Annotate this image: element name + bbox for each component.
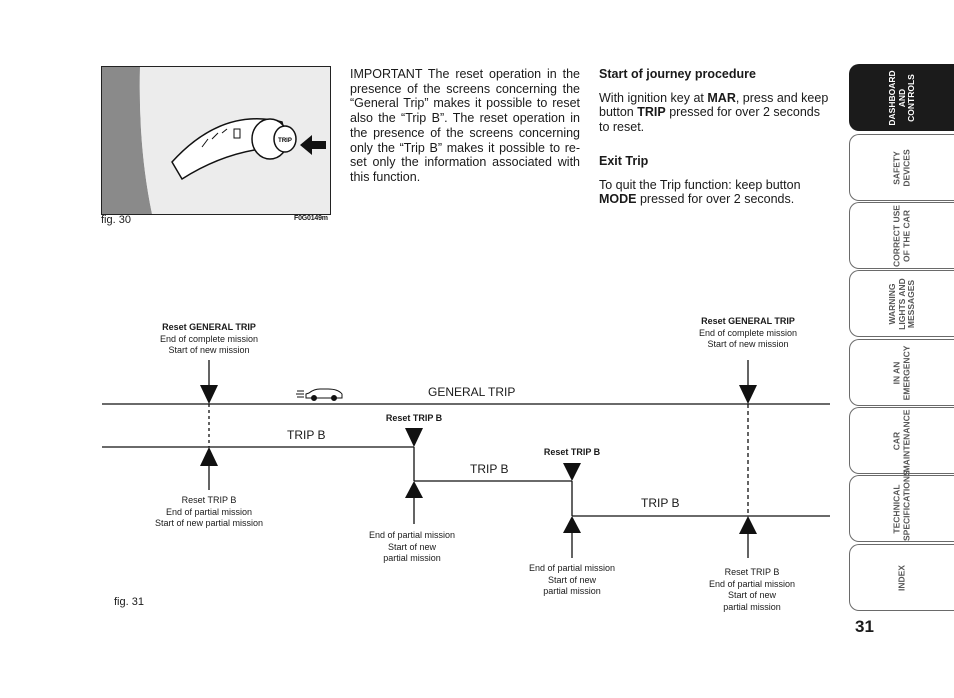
fig31-caption: fig. 31	[114, 596, 144, 608]
tab-index[interactable]: INDEX	[849, 544, 954, 611]
marker-up-tripb-4	[739, 516, 757, 534]
marker-up-tripb-2	[405, 481, 423, 498]
tab-dashboard-and-controls[interactable]: DASHBOARD AND CONTROLS	[849, 64, 954, 131]
trip-diagram	[102, 360, 830, 558]
reset-tripb-label-1: Reset TRIP B End of partial mission Star…	[154, 495, 264, 528]
exit-heading: Exit Trip	[599, 153, 649, 168]
fig30-illustration: TRIP	[101, 66, 331, 215]
reset-general-label-2: Reset GENERAL TRIP End of complete missi…	[698, 316, 798, 349]
tab-technical-specifications[interactable]: TECHNICAL SPECIFICATIONS	[849, 470, 954, 542]
start-heading: Start of journey procedure	[599, 67, 756, 81]
reset-tripb-label-4: Reset TRIP B End of partial mission Star…	[708, 567, 796, 612]
important-note: IMPORTANT The reset operation in the pre…	[350, 67, 580, 184]
tab-in-an-emergency[interactable]: IN AN EMERGENCY	[849, 339, 954, 406]
stalk-lever	[171, 118, 297, 181]
marker-down-general-2	[739, 385, 757, 404]
arrow-icon	[300, 135, 326, 155]
marker-up-tripb-1	[200, 447, 218, 466]
marker-down-general-1	[200, 385, 218, 404]
page-number: 31	[855, 617, 874, 636]
tab-correct-use[interactable]: CORRECT USE OF THE CAR	[849, 202, 954, 269]
trip-b-label-2: TRIP B	[470, 462, 509, 476]
reset-tripb-label-3: Reset TRIP B	[543, 447, 601, 457]
reset-general-label-1: Reset GENERAL TRIP End of complete missi…	[159, 322, 259, 355]
procedure-column: Start of journey procedure With ignition…	[599, 67, 829, 226]
start-paragraph: With ignition key at MAR, press and keep…	[599, 90, 829, 135]
car-icon	[296, 388, 343, 401]
exit-paragraph: To quit the Trip function: keep button M…	[599, 177, 801, 207]
tab-safety-devices[interactable]: SAFETY DEVICES	[849, 134, 954, 201]
tab-warning-lights[interactable]: WARNING LIGHTS AND MESSAGES	[849, 270, 954, 337]
tab-car-maintenance[interactable]: CAR MAINTENANCE	[849, 407, 954, 474]
end-partial-label-3: End of partial mission Start of new part…	[528, 563, 616, 596]
marker-down-tripb-3	[563, 463, 581, 481]
general-trip-label: GENERAL TRIP	[428, 385, 516, 399]
reset-tripb-label-2: Reset TRIP B	[385, 413, 443, 423]
trip-b-label-3: TRIP B	[641, 496, 680, 510]
marker-up-tripb-3	[563, 516, 581, 533]
fig30-code: F0G0149m	[294, 215, 328, 222]
marker-down-tripb-2	[405, 428, 423, 447]
trip-button-label: TRIP	[278, 138, 292, 144]
trip-b-label-1: TRIP B	[287, 428, 326, 442]
end-partial-label-2: End of partial mission Start of new part…	[368, 530, 456, 563]
fig30-caption: fig. 30	[101, 214, 131, 226]
